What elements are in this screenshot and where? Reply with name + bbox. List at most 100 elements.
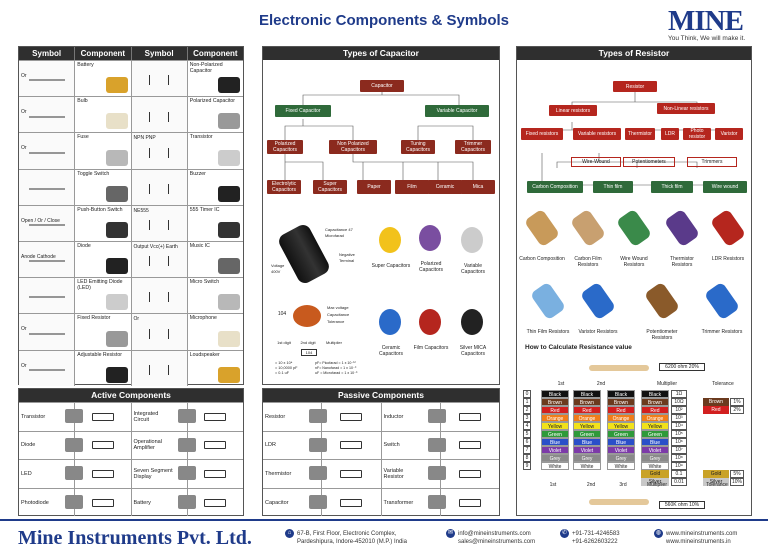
footer-phone: ✆+91-731-4246583+91-6262603222	[560, 529, 620, 546]
component-name: Battery	[133, 499, 151, 506]
res-l2-node: Variable resistors	[573, 128, 621, 140]
symbol-cell: Or	[19, 350, 76, 386]
component-cell: Polarized Capacitor	[188, 97, 243, 132]
circuit-symbol-icon	[149, 292, 170, 303]
multiplier-value: 0.01	[671, 478, 687, 486]
component-photo	[427, 409, 446, 423]
component-label: Adjustable Resistor	[77, 351, 122, 358]
component-label: Toggle Switch	[77, 170, 110, 177]
website-2[interactable]: www.mineinstruments.in	[666, 539, 731, 546]
circuit-symbol-icon	[28, 188, 65, 190]
ann-multiplier: Multiplier	[325, 340, 342, 345]
multiplier-value: 10⁶	[671, 438, 687, 446]
component-name: Photodiode	[21, 499, 49, 506]
component-symbol-cell	[441, 489, 499, 517]
color-band: Red	[607, 406, 635, 414]
component-name: Diode	[21, 442, 36, 449]
component-cell: Push-Button Switch	[75, 205, 132, 241]
component-photo	[218, 149, 240, 166]
symbol-cell: Or	[19, 61, 76, 97]
component-name-cell: Transistor	[19, 403, 83, 431]
component-cell: Battery	[75, 61, 132, 97]
color-band: Orange	[607, 414, 635, 422]
email-1[interactable]: info@mineinstruments.com	[458, 531, 531, 538]
capacitor-photo-label: Super Capacitors	[371, 263, 411, 269]
calc-title: How to Calculate Resistance value	[525, 344, 632, 351]
example-value-2: 560K ohm 10%	[659, 501, 705, 509]
capacitor-panel: Types of Capacitor Capacitor Fixed Capac…	[262, 46, 500, 385]
color-band: White	[541, 462, 569, 470]
capacitor-photo-label: Silver MICA Capacitors	[459, 345, 487, 357]
circuit-symbol-icon	[91, 412, 114, 421]
example-resistor-1	[589, 365, 649, 371]
logo-tagline: You Think, We will make it.	[668, 35, 746, 42]
multiplier-value: 10⁷	[671, 446, 687, 454]
component-photo	[105, 294, 128, 311]
capacitor-photo-label: Variable Capacitors	[461, 263, 485, 275]
ann-tolerance: Tolerance	[327, 319, 345, 324]
color-band: White	[573, 462, 601, 470]
color-band: Red	[573, 406, 601, 414]
symbol-note: Or	[21, 109, 27, 116]
res-l2-node: Fixed resistors	[521, 128, 563, 140]
footer-address: ⌂67-B, First Floor, Electronic Complex,P…	[285, 529, 407, 546]
ann-first-digit: 1st digit	[277, 340, 291, 345]
digit-label: 0	[523, 390, 531, 398]
component-name: Resistor	[265, 413, 286, 420]
component-photo	[177, 409, 196, 423]
circuit-symbol-icon	[28, 152, 65, 154]
component-name-cell: Thermistor	[263, 460, 327, 488]
website-1[interactable]: www.mineinstruments.com	[666, 531, 738, 538]
resistor-photo	[615, 208, 653, 248]
component-photo	[309, 494, 327, 509]
resistor-photo	[663, 208, 701, 248]
capacitor-photo	[419, 309, 441, 335]
color-band: White	[607, 462, 635, 470]
calc-column-label: Tolerance	[712, 381, 734, 387]
globe-icon: ◍	[654, 529, 663, 538]
email-2[interactable]: sales@mineinstruments.com	[458, 539, 536, 546]
circuit-symbol-icon	[458, 441, 481, 450]
digit-label: 9	[523, 462, 531, 470]
resistor-photo	[703, 281, 741, 321]
component-symbol-cell	[188, 489, 243, 517]
cap-fixed-node: Fixed Capacitor	[275, 105, 331, 117]
symbol-cell	[131, 97, 188, 133]
component-photo	[65, 437, 83, 452]
symbol-cell: Or	[131, 314, 188, 350]
component-photo	[105, 77, 128, 94]
component-name: Seven Segment Display	[133, 467, 173, 480]
multiplier-value: 10⁹	[671, 462, 687, 470]
component-name-cell: Diode	[19, 431, 83, 460]
component-label: Music IC	[189, 242, 210, 249]
color-band: Yellow	[607, 422, 635, 430]
cap-variable-node: Variable Capacitor	[425, 105, 489, 117]
tolerance-band: Brown	[703, 398, 729, 406]
component-name: Inductor	[383, 413, 404, 420]
multiplier-value: 10Ω	[671, 398, 687, 406]
color-band: White	[641, 462, 669, 470]
res-l3-node: Trimmers	[687, 157, 737, 167]
color-band: Violet	[573, 446, 601, 454]
capacitor-photo-label: Film Capacitors	[413, 345, 449, 351]
active-heading: Active Components	[19, 389, 243, 402]
symbol-note: NE555	[133, 207, 149, 214]
symbol-note: Or	[133, 316, 140, 323]
color-band: Orange	[641, 414, 669, 422]
circuit-symbol-icon	[149, 75, 170, 86]
digit-label: 7	[523, 446, 531, 454]
color-band: Brown	[573, 398, 601, 406]
address-line-1: 67-B, First Floor, Electronic Complex,	[297, 531, 397, 538]
color-band: Orange	[573, 414, 601, 422]
ann-voltage: Voltage 400V	[271, 263, 285, 274]
circuit-symbol-icon	[340, 441, 363, 450]
passive-heading: Passive Components	[263, 389, 499, 402]
circuit-symbol-icon	[28, 296, 65, 298]
circuit-symbol-icon	[149, 256, 170, 267]
calc-bottom-label: 1st	[549, 482, 557, 488]
component-label: Loudspeaker	[189, 351, 220, 358]
component-name: Capacitor	[265, 499, 289, 506]
phone-1: +91-731-4246583	[572, 531, 620, 538]
